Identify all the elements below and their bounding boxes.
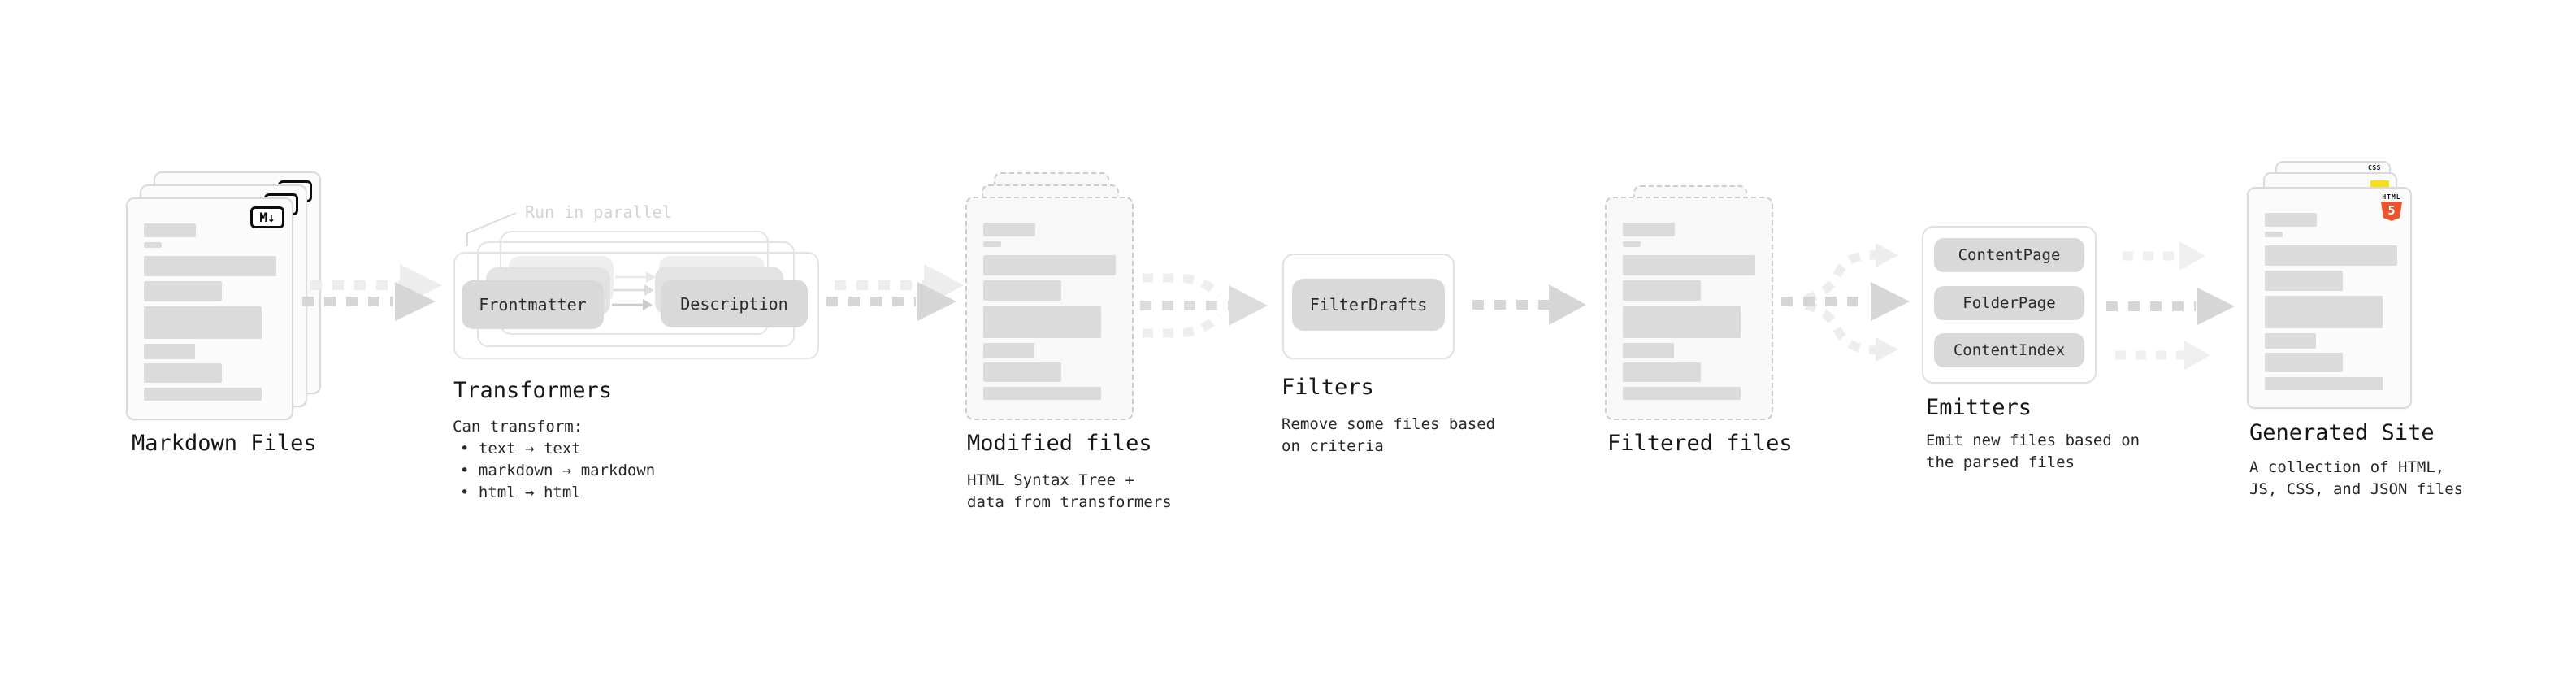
transformers-bullets: • text → text • markdown → markdown • ht… [460, 438, 655, 504]
markdown-file-card-front: M↓ [126, 197, 293, 420]
content-bar [2265, 296, 2383, 328]
content-bar [144, 388, 262, 401]
document-content-placeholder [1623, 223, 1755, 419]
arrow-filters-to-filtered [1472, 284, 1586, 325]
content-bar [2265, 353, 2343, 372]
caption-line: Remove some files based [1281, 415, 1496, 433]
content-bar [983, 280, 1061, 301]
content-bar [2265, 213, 2317, 227]
content-bar [144, 281, 222, 301]
content-bar [1623, 343, 1674, 358]
content-bar [983, 241, 1001, 247]
arrow-filtered-to-emitters-split [1781, 243, 1910, 362]
filters-label: Filters [1281, 375, 1374, 400]
content-bar [2265, 377, 2383, 390]
emitters-label: Emitters [1926, 395, 2032, 420]
html5-icon: HTML 5 [2379, 193, 2404, 221]
caption-line: JS, CSS, and JSON files [2249, 480, 2464, 498]
transform-bullet: • html → html [460, 484, 581, 501]
content-bar [1623, 306, 1741, 338]
arrow-modified-to-filters-merge [1140, 273, 1268, 338]
markdown-files-label: Markdown Files [132, 431, 317, 456]
content-bar [144, 363, 222, 383]
run-in-parallel-annotation: Run in parallel [525, 202, 672, 222]
transform-bullet: • text → text [460, 440, 581, 458]
filters-caption: Remove some files based on criteria [1281, 414, 1495, 458]
site-file-card-html: HTML 5 [2247, 187, 2412, 409]
content-bar [983, 343, 1034, 358]
generated-site-label: Generated Site [2249, 420, 2435, 445]
content-bar [144, 242, 162, 248]
html5-icon-text: HTML [2382, 193, 2401, 201]
filtered-files-label: Filtered files [1607, 431, 1793, 456]
content-bar [1623, 255, 1755, 275]
caption-line: the parsed files [1926, 453, 2075, 471]
transform-bullet: • markdown → markdown [460, 462, 656, 479]
content-bar [144, 306, 262, 339]
html5-icon-number: 5 [2387, 203, 2396, 218]
content-bar [1623, 223, 1675, 236]
caption-line: data from transformers [967, 493, 1172, 511]
document-content-placeholder [2265, 213, 2397, 407]
arrow-markdown-to-transformers [302, 264, 442, 321]
css-icon-text: CSS [2368, 164, 2381, 171]
content-bar [983, 362, 1061, 382]
content-bar [983, 306, 1101, 338]
filtered-file-card-front [1605, 197, 1773, 420]
document-content-placeholder [144, 223, 276, 419]
content-bar [144, 223, 196, 237]
content-bar [144, 344, 195, 359]
filterdrafts-pill: FilterDrafts [1292, 279, 1445, 331]
content-bar [1623, 362, 1701, 382]
content-bar [1623, 280, 1701, 301]
contentpage-pill: ContentPage [1934, 238, 2084, 272]
arrow-emitters-to-site [2106, 241, 2235, 370]
transformers-caption-title: Can transform: [453, 418, 583, 436]
modified-files-label: Modified files [967, 431, 1152, 456]
contentindex-pill: ContentIndex [1934, 333, 2084, 367]
transformers-label: Transformers [453, 378, 613, 403]
caption-line: A collection of HTML, [2249, 458, 2445, 476]
folderpage-pill: FolderPage [1934, 286, 2084, 320]
modified-file-card-front [965, 197, 1134, 420]
content-bar [983, 223, 1035, 236]
content-bar [144, 256, 276, 276]
content-bar [2265, 271, 2343, 291]
caption-line: Emit new files based on [1926, 432, 2140, 449]
content-bar [2265, 333, 2316, 349]
content-bar [1623, 387, 1741, 400]
frontmatter-pill: Frontmatter [462, 280, 604, 329]
modified-files-caption: HTML Syntax Tree + data from transformer… [967, 470, 1172, 514]
document-content-placeholder [983, 223, 1116, 419]
html5-icon-shield: 5 [2381, 202, 2402, 221]
transformer-layer-box-front [453, 252, 819, 359]
caption-line: HTML Syntax Tree + [967, 471, 1134, 489]
content-bar [983, 255, 1116, 275]
content-bar [2265, 232, 2283, 237]
markdown-icon: M↓ [250, 206, 284, 228]
content-bar [983, 387, 1101, 400]
generated-site-caption: A collection of HTML, JS, CSS, and JSON … [2249, 457, 2463, 501]
description-pill: Description [661, 280, 808, 327]
content-bar [1623, 241, 1641, 247]
content-bar [2265, 245, 2397, 266]
emitters-caption: Emit new files based on the parsed files [1926, 430, 2140, 474]
arrow-transformers-to-modified [826, 264, 964, 321]
caption-line: on criteria [1281, 437, 1384, 455]
